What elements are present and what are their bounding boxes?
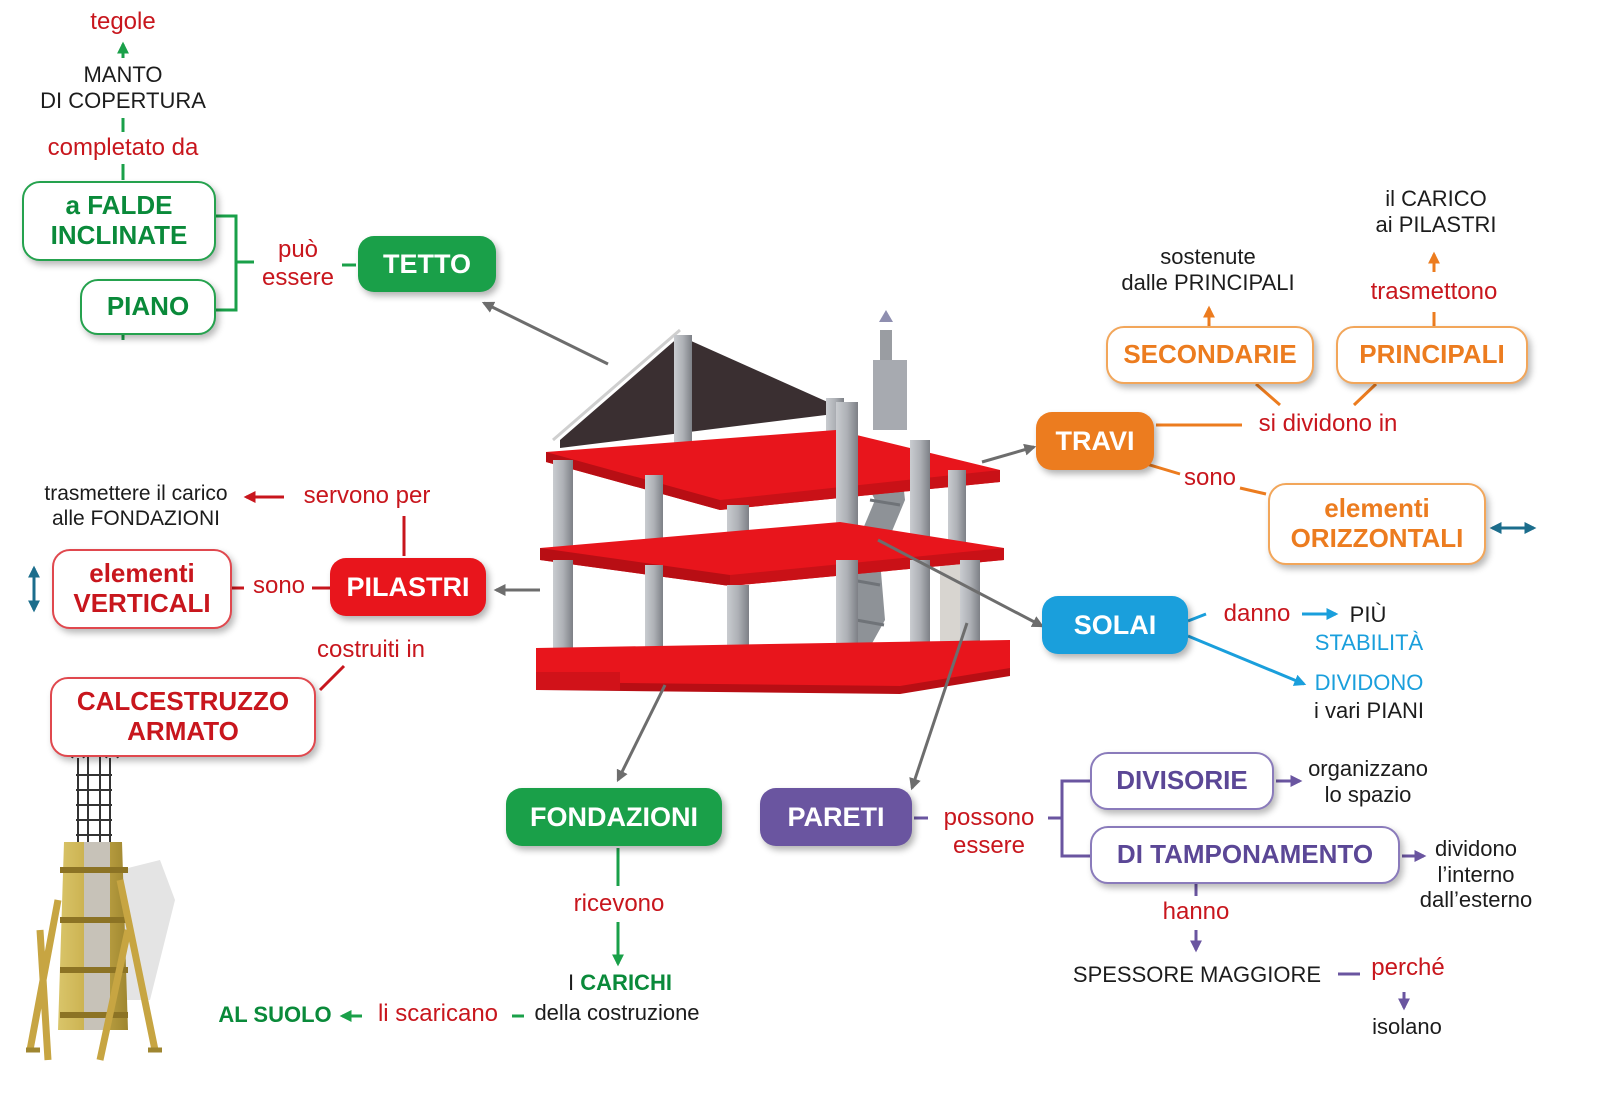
trasmettere-carico-label: trasmettere il carico alle FONDAZIONI: [44, 482, 228, 530]
pillars-connectors: [232, 491, 540, 692]
divisorie-box: DIVISORIE: [1090, 752, 1274, 810]
pilastri-node: PILASTRI: [330, 558, 486, 616]
piu-label: PIÙ: [1349, 602, 1387, 627]
carichi-label: I CARICHI: [568, 970, 672, 995]
servono-per-label: servono per: [303, 482, 431, 509]
spessore-maggiore-label: SPESSORE MAGGIORE: [1072, 962, 1322, 987]
pillars-sono-label: sono: [252, 572, 306, 599]
della-costruzione-label: della costruzione: [534, 1000, 700, 1025]
fondazioni-node: FONDAZIONI: [506, 788, 722, 846]
si-dividono-in-label: si dividono in: [1258, 410, 1398, 437]
pareti-node: PARETI: [760, 788, 912, 846]
piano-box: PIANO: [80, 279, 216, 335]
al-suolo-label: AL SUOLO: [218, 1002, 332, 1027]
costruiti-in-label: costruiti in: [316, 636, 426, 663]
floors-connectors: [877, 538, 1339, 686]
hanno-label: hanno: [1162, 898, 1230, 925]
possono-essere-label: possono essere: [943, 804, 1035, 860]
building-frame-illustration: [536, 310, 1010, 694]
travi-node: TRAVI: [1036, 412, 1154, 470]
principali-box: PRINCIPALI: [1336, 326, 1528, 384]
walls-connectors: [909, 622, 1427, 1011]
completato-da-label: completato da: [47, 134, 199, 161]
ricevono-label: ricevono: [573, 890, 665, 917]
organizzano-spazio-label: organizzano lo spazio: [1308, 756, 1428, 807]
manto-copertura-label: MANTO DI COPERTURA: [40, 62, 206, 113]
carico-pilastri-label: il CARICO ai PILASTRI: [1375, 186, 1497, 237]
danno-label: danno: [1223, 600, 1291, 627]
perche-label: perché: [1371, 954, 1445, 981]
trasmettono-label: trasmettono: [1370, 278, 1498, 305]
li-scaricano-label: li scaricano: [377, 1000, 499, 1027]
falde-inclinate-box: a FALDE INCLINATE: [22, 181, 216, 261]
dividono-solai-label: DIVIDONO: [1314, 670, 1424, 695]
formwork-column-illustration: [26, 744, 175, 1061]
calcestruzzo-armato-box: CALCESTRUZZO ARMATO: [50, 677, 316, 757]
elementi-verticali-box: elementi VERTICALI: [52, 549, 232, 629]
tegole-label: tegole: [90, 8, 156, 35]
solai-node: SOLAI: [1042, 596, 1188, 654]
stabilita-label: STABILITÀ: [1314, 630, 1424, 655]
tamponamento-box: DI TAMPONAMENTO: [1090, 826, 1400, 884]
elementi-orizzontali-box: elementi ORIZZONTALI: [1268, 483, 1486, 565]
tetto-node: TETTO: [358, 236, 496, 292]
vari-piani-label: i vari PIANI: [1313, 698, 1425, 723]
foundations-connectors: [339, 684, 667, 1022]
puo-essere-label: può essere: [261, 236, 335, 292]
isolano-label: isolano: [1372, 1014, 1442, 1039]
roof-connectors: [117, 41, 609, 366]
secondarie-box: SECONDARIE: [1106, 326, 1314, 384]
sostenute-principali-label: sostenute dalle PRINCIPALI: [1121, 244, 1295, 295]
carichi-highlight: CARICHI: [580, 970, 672, 995]
beams-sono-label: sono: [1183, 464, 1237, 491]
dividono-interno-label: dividono l’interno dall’esterno: [1419, 836, 1533, 913]
